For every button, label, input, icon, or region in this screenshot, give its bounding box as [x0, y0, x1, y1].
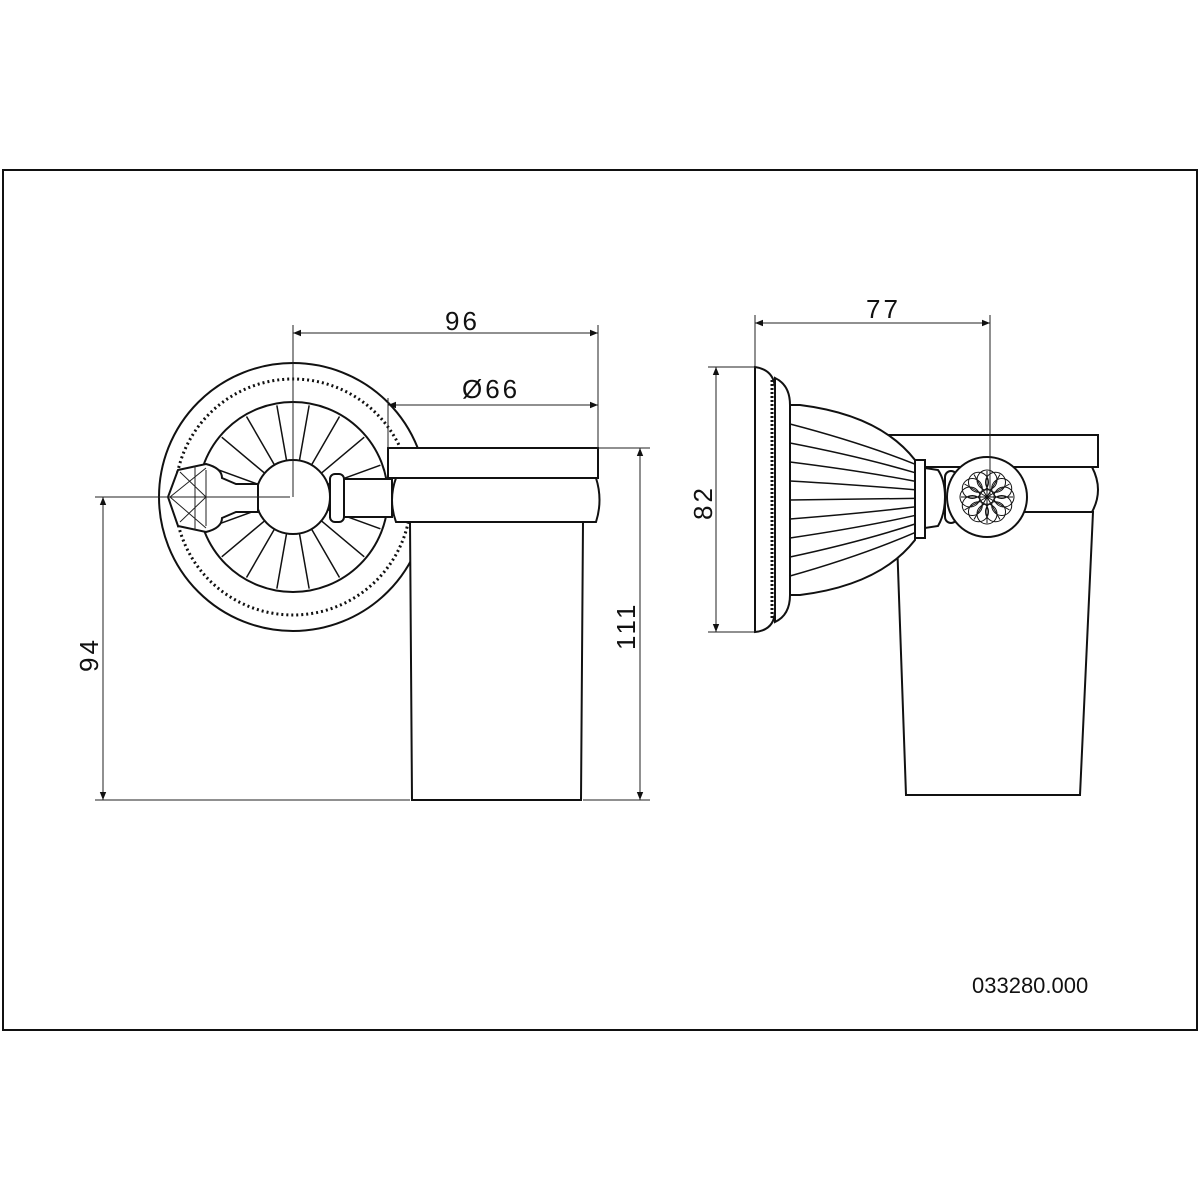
- dim-total-height-label: 111: [611, 601, 641, 650]
- front-view: 96 Ø66 94 111: [74, 306, 650, 801]
- product-code: 033280.000: [972, 973, 1088, 998]
- dim-axis-height-label: 94: [74, 637, 104, 672]
- cup-front: [387, 447, 601, 801]
- dim-plate-height-label: 82: [688, 485, 718, 520]
- dim-depth-label: 77: [866, 294, 901, 324]
- drawing-frame: [2, 169, 1198, 1031]
- dim-width-label: 96: [445, 306, 480, 336]
- crystal-knob: [166, 462, 259, 534]
- arm: [329, 473, 393, 523]
- fluted-dome: [789, 404, 958, 596]
- side-view: 77 82: [688, 294, 1099, 796]
- wall-plate: [754, 365, 791, 634]
- decorative-knob: [946, 456, 1028, 538]
- dim-cup-diameter-label: Ø66: [462, 374, 520, 404]
